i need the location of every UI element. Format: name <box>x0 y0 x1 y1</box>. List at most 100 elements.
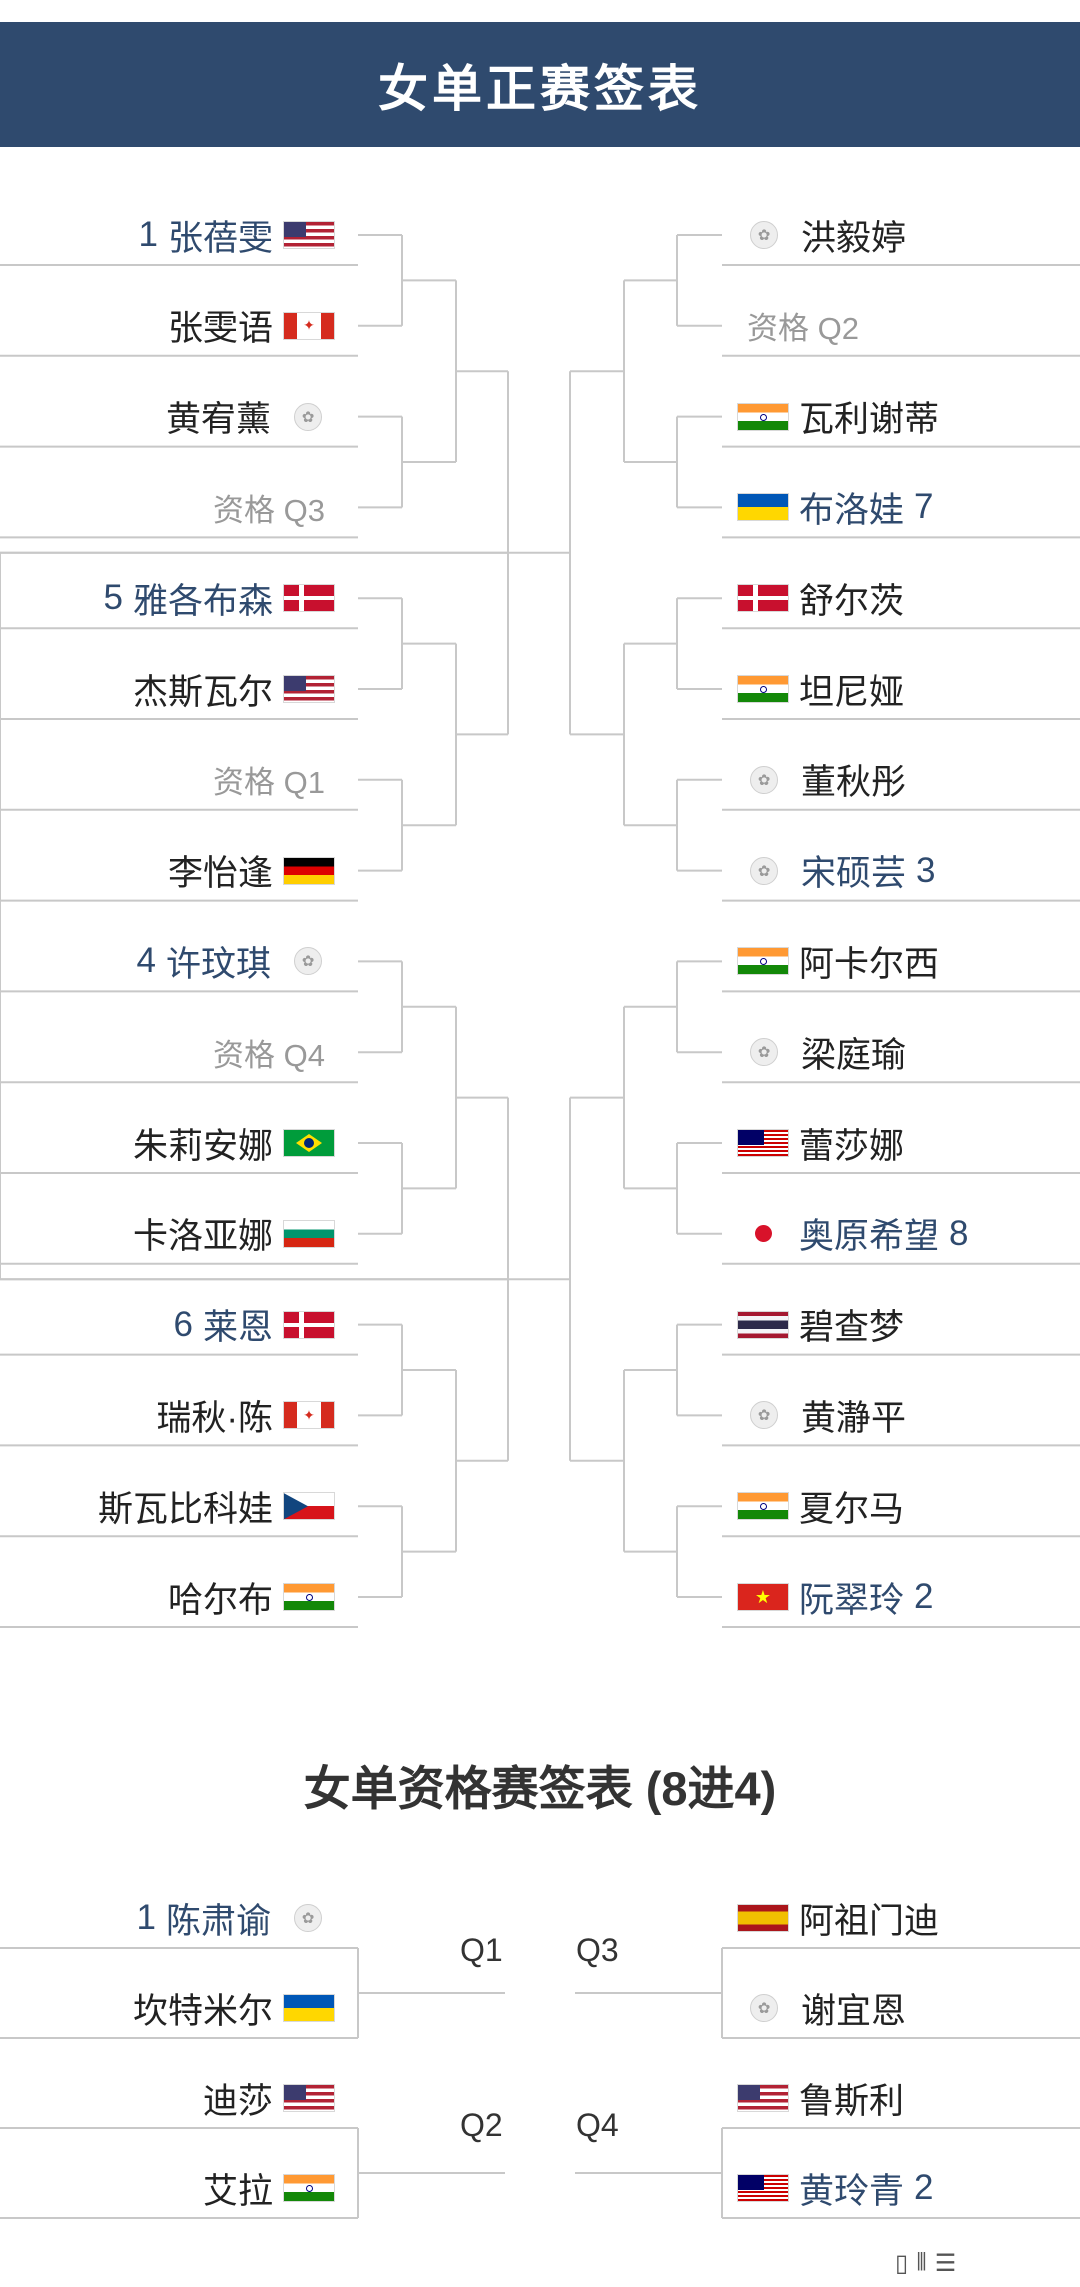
player-entry: 梁庭瑜✿ <box>737 1022 1080 1082</box>
player-name: 碧查梦 <box>799 1308 905 1348</box>
player-name: 瑞秋·陈 <box>156 1398 273 1438</box>
player-entry: 杰斯瓦尔 <box>0 659 335 719</box>
player-name: 杰斯瓦尔 <box>132 672 273 712</box>
player-entry: 艾拉 <box>0 2158 335 2218</box>
player-name: 资格 Q3 <box>213 492 325 528</box>
seed-number: 1 <box>136 1898 156 1937</box>
player-entry: 李怡逢 <box>0 841 335 901</box>
player-entry: 洪毅婷 ✿ <box>737 205 1080 265</box>
player-entry: 哈尔布 <box>0 1567 335 1627</box>
flag-ukr-icon <box>737 493 789 522</box>
flag-tpe-icon: ✿ <box>750 1038 778 1067</box>
flag-ind-icon <box>737 402 789 431</box>
qualifier-slot: 资格 Q2 <box>737 296 1080 356</box>
player-name: 阮翠玲 <box>799 1580 905 1620</box>
player-name: 奥原希望 <box>799 1217 940 1257</box>
player-entry: 阿卡尔西 <box>737 931 1080 991</box>
player-name: 黄宥薰 <box>165 400 271 440</box>
player-name: 洪毅婷 <box>801 218 907 258</box>
flag-tpe-icon: ✿ <box>294 947 322 976</box>
player-entry: 卡洛亚娜 <box>0 1204 335 1264</box>
player-entry: 坎特米尔 <box>0 1978 335 2038</box>
player-entry: 斯瓦比科娃 <box>0 1476 335 1536</box>
player-name: 资格 Q1 <box>213 765 325 801</box>
grid-icon[interactable]: ▯ <box>895 2249 909 2277</box>
flag-esp-icon <box>737 1904 789 1932</box>
flag-ukr-icon <box>283 1994 335 2022</box>
player-name: 朱莉安娜 <box>132 1126 273 1166</box>
player-entry: 鲁斯利 <box>737 2068 1080 2128</box>
flag-bul-icon <box>283 1219 335 1248</box>
flag-ind-icon <box>283 1583 335 1611</box>
flag-ger-icon <box>283 856 335 885</box>
player-name: 陈肃谕 <box>165 1901 271 1941</box>
player-entry: 张雯语✦ <box>0 296 335 356</box>
qual-label-q2: Q2 <box>460 2107 503 2143</box>
player-name: 资格 Q4 <box>213 1037 325 1073</box>
page-title: 女单正赛签表 <box>378 60 702 117</box>
flag-tpe-icon: ✿ <box>750 1994 778 2022</box>
flag-tha-icon <box>737 1310 789 1339</box>
flag-ind-icon <box>283 2174 335 2202</box>
flag-tpe-icon: ✿ <box>294 1904 322 1932</box>
player-name: 雅各布森 <box>132 581 273 621</box>
flag-bra-icon <box>283 1129 335 1157</box>
player-entry: 阿祖门迪 <box>737 1888 1080 1948</box>
menu-icon[interactable]: ☰ <box>934 2249 957 2277</box>
seed-number: 4 <box>136 941 156 981</box>
player-entry: 舒尔茨 <box>737 568 1080 628</box>
player-name: 黄玲青 <box>799 2171 905 2211</box>
flag-tpe-icon: ✿ <box>750 765 778 794</box>
player-name: 宋硕芸 <box>801 854 907 894</box>
seed-number: 2 <box>914 1577 934 1616</box>
flag-can-icon: ✦ <box>283 1401 335 1430</box>
player-entry: 瓦利谢蒂 <box>737 387 1080 447</box>
player-entry: 黄宥薰 ✿ <box>0 387 335 447</box>
player-name: 张雯语 <box>167 309 273 349</box>
player-entry: 谢宜恩 ✿ <box>737 1978 1080 2038</box>
player-name: 卡洛亚娜 <box>132 1217 273 1257</box>
player-entry: 朱莉安娜 <box>0 1113 335 1173</box>
player-entry: 夏尔马 <box>737 1476 1080 1536</box>
player-entry: 瑞秋·陈 ✦ <box>0 1385 335 1445</box>
flag-tpe-icon: ✿ <box>750 856 778 885</box>
flag-ind-icon <box>737 675 789 703</box>
player-entry: 蕾莎娜 <box>737 1113 1080 1173</box>
player-entry: 黄瀞平 ✿ <box>737 1385 1080 1445</box>
player-entry: 坦尼娅 <box>737 659 1080 719</box>
list-icon[interactable]: ⦀ <box>916 2249 927 2276</box>
player-name: 鲁斯利 <box>799 2081 905 2121</box>
flag-mas-icon <box>737 2174 789 2202</box>
player-entry: 碧查梦 <box>737 1295 1080 1355</box>
player-name: 坎特米尔 <box>132 1991 273 2031</box>
player-name: 谢宜恩 <box>801 1991 907 2031</box>
flag-ind-icon <box>737 947 789 976</box>
player-name: 瓦利谢蒂 <box>799 400 940 440</box>
seed-number: 5 <box>103 578 123 618</box>
qualifier-slot: 资格 Q3 <box>0 477 335 537</box>
seed-number: 1 <box>138 215 158 254</box>
seed-number: 2 <box>914 2168 934 2207</box>
player-name: 黄瀞平 <box>801 1398 907 1438</box>
player-entry: 董秋彤✿ <box>737 750 1080 810</box>
seed-number: 3 <box>916 850 936 890</box>
flag-tpe-icon: ✿ <box>750 221 778 249</box>
qualifier-slot: 资格 Q1 <box>0 750 335 810</box>
flag-cze-icon <box>283 1492 335 1521</box>
qual-label-q1: Q1 <box>460 1932 503 1968</box>
reading-mode-icons[interactable]: ▯ ⦀ ☰ <box>895 2248 1045 2278</box>
flag-mas-icon <box>737 1129 789 1157</box>
player-name: 哈尔布 <box>167 1580 273 1620</box>
flag-den-icon <box>283 584 335 613</box>
flag-tpe-icon: ✿ <box>750 1401 778 1430</box>
flag-vie-icon: ★ <box>737 1583 789 1611</box>
header-banner: 女单正赛签表 <box>0 22 1080 147</box>
seed-number: 8 <box>949 1213 969 1253</box>
flag-tpe-icon: ✿ <box>294 402 322 431</box>
player-name: 李怡逢 <box>167 854 273 894</box>
